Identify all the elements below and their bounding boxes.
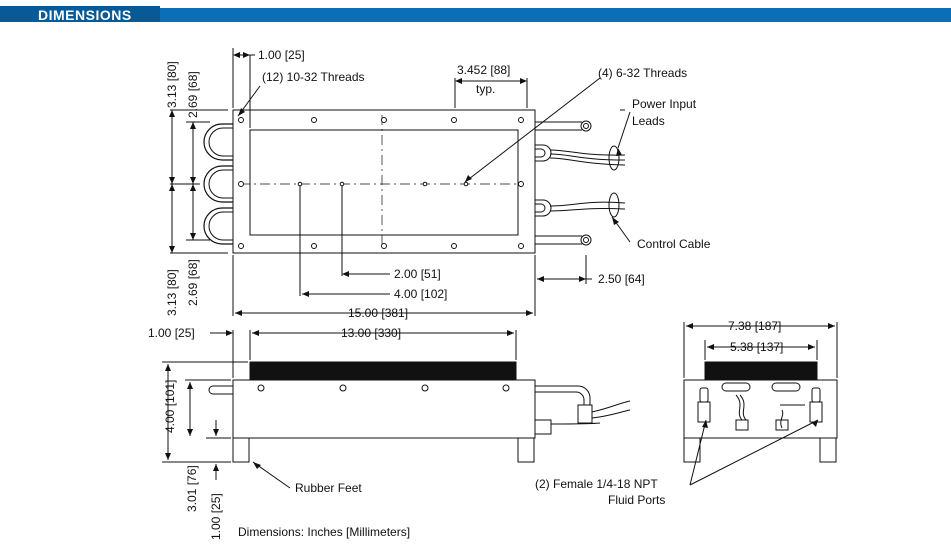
side-view-body — [232, 379, 536, 439]
rubber-foot-right — [517, 437, 535, 463]
label-dim-2-00: 2.00 [51] — [394, 267, 441, 281]
cable-grommet — [608, 192, 620, 218]
label-fluid-ports-1: (2) Female 1/4-18 NPT — [535, 477, 658, 491]
label-left-inner-top: 2.69 [68] — [186, 71, 200, 118]
label-power-leads-2: Leads — [632, 114, 665, 128]
label-rubber-feet: Rubber Feet — [295, 481, 362, 495]
lead-grommet — [608, 145, 620, 171]
label-power-leads-1: Power Input — [632, 97, 697, 111]
label-side-height-total: 4.00 [101] — [163, 380, 177, 433]
label-control-cable: Control Cable — [637, 237, 711, 251]
side-view-top-plate — [249, 361, 517, 380]
label-side-feet-height: 1.00 [25] — [209, 493, 223, 540]
label-fluid-ports-2: Fluid Ports — [608, 493, 665, 507]
rubber-foot-left — [232, 437, 250, 463]
label-end-inner-width: 5.38 [137] — [730, 340, 783, 354]
label-dim-4-00: 4.00 [102] — [394, 287, 447, 301]
top-view — [170, 48, 631, 316]
label-left-outer-bottom: 3.13 [80] — [165, 269, 179, 316]
label-side-left-offset: 1.00 [25] — [148, 326, 195, 340]
label-side-top-width: 13.00 [330] — [341, 326, 401, 340]
label-end-width: 7.38 [187] — [728, 319, 781, 333]
label-units-note: Dimensions: Inches [Millimeters] — [238, 525, 410, 539]
top-view-window — [249, 129, 519, 236]
arrowheads — [165, 52, 835, 471]
label-threads-12: (12) 10-32 Threads — [262, 70, 365, 84]
end-view-body — [683, 379, 838, 439]
label-dim-15-00: 15.00 [381] — [348, 306, 408, 320]
end-view-top-plate — [704, 361, 818, 380]
label-left-outer-top: 3.13 [80] — [165, 61, 179, 108]
tube-loop — [203, 123, 233, 161]
header-bar — [0, 8, 951, 22]
section-header: DIMENSIONS — [0, 0, 951, 23]
label-spacing-typ: typ. — [476, 82, 495, 96]
label-left-inner-bottom: 2.69 [68] — [186, 259, 200, 306]
label-dim-2-50: 2.50 [64] — [598, 272, 645, 286]
tube-loop — [203, 165, 233, 203]
end-view — [683, 322, 838, 486]
mounting-holes — [238, 117, 524, 249]
label-top-offset: 1.00 [25] — [258, 48, 305, 62]
tube-loop — [203, 207, 233, 245]
label-threads-4: (4) 6-32 Threads — [598, 66, 687, 80]
label-spacing: 3.452 [88] — [457, 63, 510, 77]
section-title: DIMENSIONS — [38, 7, 132, 23]
header-tab — [0, 6, 160, 22]
side-view — [162, 330, 631, 489]
label-side-body-height: 3.01 [76] — [185, 465, 199, 512]
top-view-plate — [232, 109, 536, 254]
